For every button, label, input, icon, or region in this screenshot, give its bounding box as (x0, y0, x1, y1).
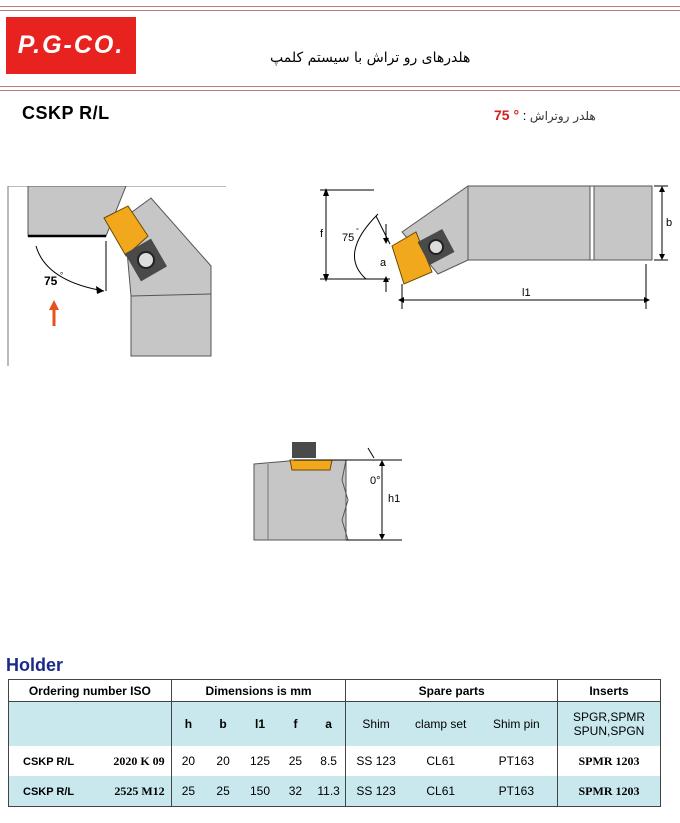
company-logo: P.G-CO. (6, 17, 136, 74)
row-model: CSKP R/L (23, 785, 75, 798)
svg-text:°: ° (356, 227, 359, 235)
col-ordering: Ordering number ISO (8, 679, 172, 702)
diagram-left-top-view: 75 ° (6, 186, 226, 366)
row-model: CSKP R/L (23, 755, 75, 768)
sub-ordering-empty (8, 701, 172, 746)
right-f-label: f (320, 228, 324, 240)
svg-text:°: ° (60, 271, 63, 280)
row-shim: SS 123 (345, 776, 406, 807)
header-rule (0, 6, 680, 7)
model-title: CSKP R/L (22, 103, 110, 123)
table-sub-header: h b l1 f a Shim clamp set Shim pin SPGR,… (8, 701, 661, 746)
sub-shim-pin: Shim pin (475, 701, 558, 746)
row-a: 8.5 (320, 754, 337, 768)
row-shim-pin: PT163 (475, 776, 558, 807)
row-l1: 150 (241, 776, 279, 807)
row-insert: SPMR 1203 (557, 776, 661, 807)
sub-clamp-set: clamp set (405, 701, 476, 746)
right-angle-label: 75 (342, 232, 354, 244)
row-l1: 125 (249, 754, 271, 768)
row-shim: SS 123 (345, 746, 406, 776)
row-b: 25 (205, 776, 242, 807)
sub-b: b (205, 701, 242, 746)
row-ordering: CSKP R/L 2525 M12 (8, 776, 172, 807)
row-code: 2020 K 09 (113, 753, 165, 768)
inserts-line2: SPUN,SPGN (573, 724, 645, 738)
table-group-header: Ordering number ISO Dimensions is mm Spa… (8, 679, 661, 702)
diagram-right-side-view: f 75 ° a l1 b (320, 185, 672, 309)
header-rule (0, 86, 680, 87)
sub-inserts: SPGR,SPMR SPUN,SPGN (557, 701, 661, 746)
header-rule (0, 10, 680, 11)
row-f: 25 (288, 754, 303, 768)
right-a-label: a (380, 257, 387, 269)
diagram-front-view: h1 0° (253, 442, 402, 541)
section-title-holder: Holder (6, 655, 64, 675)
table-row: CSKP R/L 2525 M12 25 25 150 32 11.3 SS 12… (8, 776, 661, 807)
bottom-angle-label: 0° (370, 475, 381, 487)
page-title: هلدرهای رو تراش با سیستم کلمپ (270, 50, 471, 66)
row-h: 25 (170, 776, 206, 807)
row-a: 11.3 (311, 776, 346, 807)
sub-a: a (311, 701, 346, 746)
row-insert: SPMR 1203 (557, 746, 661, 776)
sub-h: h (170, 701, 206, 746)
row-code: 2525 M12 (114, 783, 165, 798)
header-rule (0, 90, 680, 91)
col-inserts: Inserts (557, 679, 661, 702)
row-b: 20 (216, 754, 230, 768)
col-dimensions: Dimensions is mm (170, 679, 347, 702)
approach-label: هلدر روتراش (529, 109, 596, 123)
right-l1-label: l1 (522, 287, 531, 299)
row-f: 32 (278, 776, 312, 807)
row-h: 20 (170, 746, 206, 776)
row-ordering: CSKP R/L 2020 K 09 (8, 746, 172, 776)
approach-separator: : (519, 108, 530, 123)
table-row: CSKP R/L 2020 K 09 20 20 125 25 8.5 SS 12… (8, 746, 661, 776)
row-shim-pin: PT163 (498, 754, 535, 768)
left-angle-label: 75 (44, 274, 58, 288)
sub-shim: Shim (345, 701, 406, 746)
row-clamp-set: CL61 (426, 754, 456, 768)
sub-f: f (278, 701, 312, 746)
right-b-label: b (666, 217, 672, 229)
approach-angle: هلدر روتراش : ° 75 (494, 107, 596, 123)
sub-l1: l1 (241, 701, 279, 746)
holder-spec-table: Ordering number ISO Dimensions is mm Spa… (8, 679, 661, 807)
approach-angle-value: ° 75 (494, 107, 520, 123)
bottom-h1-label: h1 (388, 493, 400, 505)
inserts-line1: SPGR,SPMR (573, 710, 646, 724)
col-spare-parts: Spare parts (345, 679, 559, 702)
row-clamp-set: CL61 (405, 776, 476, 807)
